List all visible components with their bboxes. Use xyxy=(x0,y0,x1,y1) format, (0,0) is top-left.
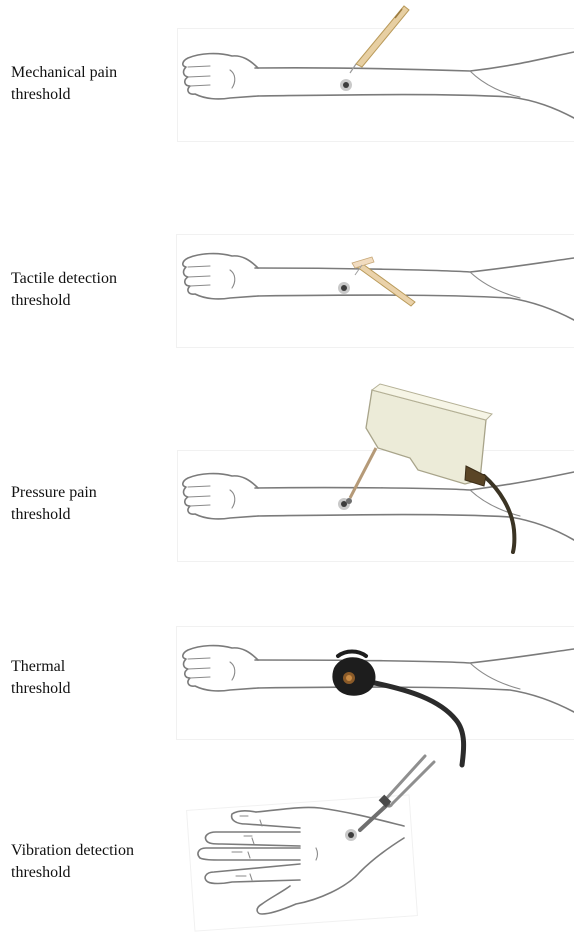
pressure-pain-row: Pressure pain threshold xyxy=(0,380,574,570)
test-site-marker xyxy=(338,282,350,294)
pressure-algometer-icon xyxy=(346,384,514,552)
von-frey-filament-icon xyxy=(352,257,415,306)
vibration-detection-row: Vibration detection threshold xyxy=(0,740,574,928)
tuning-fork-icon xyxy=(360,756,434,830)
test-site-marker xyxy=(345,829,357,841)
mechanical-pain-row: Mechanical pain threshold xyxy=(0,0,574,150)
arm-illustration xyxy=(0,210,574,360)
pinprick-stimulator-icon xyxy=(350,6,409,73)
arm-illustration xyxy=(0,380,574,570)
arm-illustration xyxy=(0,0,574,150)
hand-illustration xyxy=(0,740,574,928)
tactile-detection-row: Tactile detection threshold xyxy=(0,210,574,360)
test-site-marker xyxy=(340,79,352,91)
